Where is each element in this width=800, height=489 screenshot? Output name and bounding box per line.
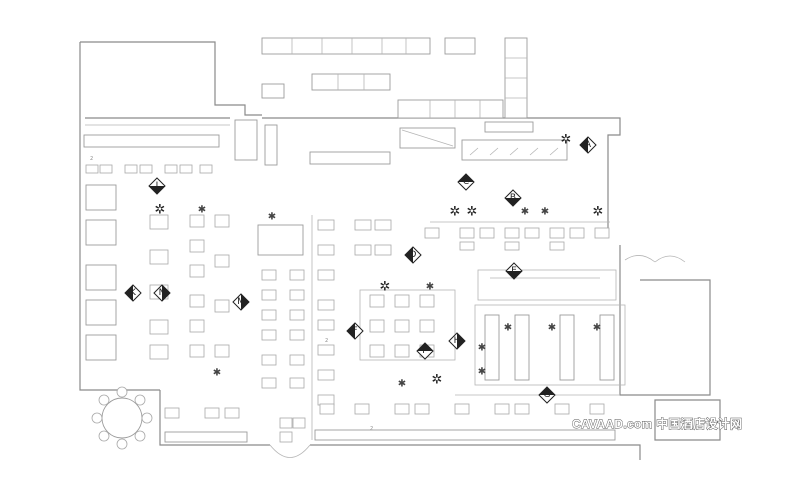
small-label: 2 bbox=[325, 338, 328, 344]
bottom-banquette bbox=[314, 403, 616, 441]
plant-icon: ✱ bbox=[478, 343, 486, 354]
plant-icon: ✲ bbox=[593, 205, 604, 220]
view-marker-label: E bbox=[511, 266, 517, 276]
direction-arrow-icon bbox=[125, 285, 133, 301]
view-marker-label: H bbox=[454, 336, 461, 346]
view-marker-n: N bbox=[153, 284, 171, 302]
plant-icon: ✲ bbox=[432, 373, 443, 388]
view-marker-b: B bbox=[504, 189, 522, 207]
watermark-text: CAVAAD.com 中国酒店设计网 bbox=[572, 416, 742, 431]
plant-icon: ✲ bbox=[155, 203, 166, 218]
plant-icon: ✱ bbox=[426, 282, 434, 293]
view-marker-h: H bbox=[448, 332, 466, 350]
plants: ✲ ✱ ✲ ✱ ✲ ✱ ✱ ✱ ✲ ✲ ✱ ✱ ✲ ✲ ✱ ✱ ✱ ✱ ✱ bbox=[155, 133, 604, 390]
direction-arrow-icon bbox=[580, 137, 588, 153]
plant-icon: ✲ bbox=[450, 205, 461, 220]
view-marker-c: C bbox=[457, 173, 475, 191]
view-marker-label: D bbox=[410, 250, 417, 260]
view-marker-label: M bbox=[237, 297, 245, 307]
view-marker-label: P bbox=[422, 346, 428, 356]
top-left-seating bbox=[83, 134, 220, 174]
plant-icon: ✲ bbox=[561, 133, 572, 148]
view-marker-k: K bbox=[124, 284, 142, 302]
plant-icon: ✲ bbox=[467, 205, 478, 220]
direction-arrow-icon bbox=[539, 387, 555, 395]
view-marker-a: A bbox=[579, 136, 597, 154]
direction-arrow-icon bbox=[458, 174, 474, 182]
view-marker-m: M bbox=[232, 293, 250, 311]
view-marker-label: G bbox=[544, 390, 551, 400]
view-marker-label: N bbox=[159, 288, 166, 298]
view-marker-label: A bbox=[585, 140, 592, 150]
round-table bbox=[91, 386, 153, 450]
view-marker-label: B bbox=[510, 193, 516, 203]
view-marker-label: F bbox=[352, 326, 357, 336]
plant-icon: ✱ bbox=[593, 323, 601, 334]
view-marker-e: E bbox=[505, 262, 523, 280]
direction-arrow-icon bbox=[505, 198, 521, 206]
direction-arrow-icon bbox=[457, 333, 465, 349]
view-marker-label: K bbox=[130, 288, 137, 298]
plant-icon: ✱ bbox=[398, 379, 406, 390]
view-marker-j: J bbox=[148, 177, 166, 195]
direction-arrow-icon bbox=[241, 294, 249, 310]
view-marker-d: D bbox=[404, 246, 422, 264]
entrance-area bbox=[269, 255, 686, 458]
left-dining-tables bbox=[149, 214, 230, 360]
bottom-left-tables bbox=[164, 407, 248, 443]
plant-icon: ✱ bbox=[478, 367, 486, 378]
plant-icon: ✱ bbox=[521, 207, 529, 218]
small-labels: 2 2 2 bbox=[90, 156, 373, 432]
plant-icon: ✲ bbox=[380, 280, 391, 295]
view-marker-g: G bbox=[538, 386, 556, 404]
view-marker-label: J bbox=[155, 181, 159, 191]
view-marker-f: F bbox=[346, 322, 364, 340]
direction-arrow-icon bbox=[347, 323, 355, 339]
plant-icon: ✱ bbox=[548, 323, 556, 334]
small-label: 2 bbox=[90, 156, 93, 162]
direction-arrow-icon bbox=[506, 271, 522, 279]
direction-arrow-icon bbox=[405, 247, 413, 263]
left-booths bbox=[85, 184, 117, 361]
kitchen-area bbox=[234, 37, 568, 166]
view-marker-p: P bbox=[416, 342, 434, 360]
right-upper-tables bbox=[424, 221, 610, 251]
center-booths bbox=[257, 219, 392, 406]
small-label: 2 bbox=[370, 426, 373, 432]
plant-icon: ✱ bbox=[504, 323, 512, 334]
direction-arrow-icon bbox=[417, 343, 433, 351]
direction-arrow-icon bbox=[162, 285, 170, 301]
plant-icon: ✱ bbox=[198, 205, 206, 216]
right-booth-block bbox=[474, 269, 626, 386]
plant-icon: ✱ bbox=[541, 207, 549, 218]
plant-icon: ✱ bbox=[268, 212, 276, 223]
direction-arrow-icon bbox=[149, 186, 165, 194]
view-marker-label: C bbox=[463, 177, 469, 187]
center-square bbox=[359, 289, 456, 361]
plant-icon: ✱ bbox=[213, 368, 221, 379]
view-markers: A B C D E F G H J K M N P bbox=[124, 136, 597, 404]
